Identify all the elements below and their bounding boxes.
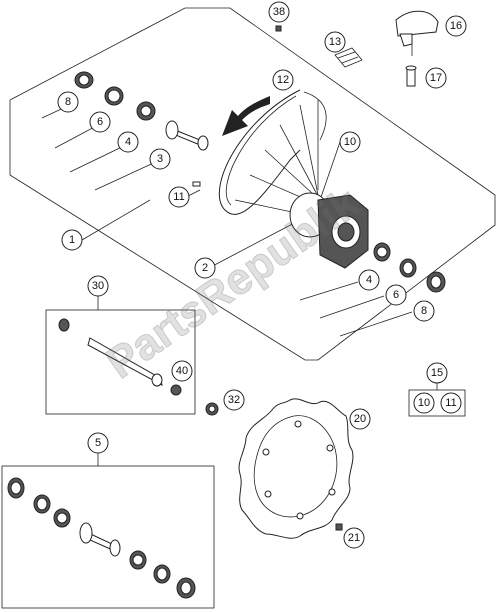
front-wheel-spindle-group-30 — [45, 309, 196, 415]
callout-4-right: 4 — [358, 269, 380, 291]
callout-6-right-label: 6 — [393, 289, 399, 301]
pin-17 — [405, 65, 417, 87]
callout-21: 21 — [343, 527, 365, 549]
callout-8-right-label: 8 — [421, 305, 427, 317]
callout-15-label: 15 — [431, 367, 443, 379]
callout-17-label: 17 — [430, 72, 442, 84]
callout-11-label: 11 — [173, 191, 184, 203]
callout-1-label: 1 — [69, 234, 75, 246]
callout-15: 15 — [426, 362, 448, 384]
callout-15-sub-10-label: 10 — [418, 397, 430, 409]
callout-38: 38 — [268, 1, 290, 23]
callout-17: 17 — [425, 67, 447, 89]
callout-3: 3 — [149, 148, 171, 170]
callout-1: 1 — [61, 229, 83, 251]
callout-30-label: 30 — [92, 280, 104, 292]
rim-2 — [218, 89, 327, 215]
shaft-seal-6-right — [399, 258, 417, 278]
spoke-key-13 — [334, 47, 363, 68]
bearing-4-right — [373, 242, 391, 262]
wheel-spacer-8-left — [74, 71, 94, 89]
callout-6-left: 6 — [89, 111, 111, 133]
collar-bushing-32 — [205, 402, 219, 416]
callout-8-right: 8 — [413, 300, 435, 322]
callout-38-label: 38 — [273, 6, 285, 18]
callout-32-label: 32 — [228, 394, 240, 406]
callout-3-label: 3 — [157, 153, 163, 165]
callout-2-label: 2 — [202, 262, 208, 274]
wheel-assembly-frame — [9, 7, 496, 361]
callout-2: 2 — [194, 257, 216, 279]
rotation-direction-arrow — [222, 96, 270, 136]
callout-20: 20 — [349, 408, 371, 430]
callout-40: 40 — [171, 360, 193, 382]
callout-8-left-label: 8 — [65, 96, 71, 108]
wheel-stand-16 — [395, 10, 439, 56]
callout-5-label: 5 — [95, 437, 101, 449]
callout-32: 32 — [223, 389, 245, 411]
wheel-hub — [289, 192, 369, 269]
callout-12-label: 12 — [277, 74, 289, 86]
callout-12: 12 — [272, 69, 294, 91]
callout-15-sub-11: 11 — [440, 392, 462, 414]
shaft-seal-6-left — [104, 86, 124, 106]
callout-8-left: 8 — [57, 91, 79, 113]
callout-16: 16 — [445, 15, 467, 37]
callout-13: 13 — [324, 31, 346, 53]
callout-10: 10 — [339, 131, 361, 153]
callout-5: 5 — [87, 432, 109, 454]
callout-16-label: 16 — [450, 20, 462, 32]
bearing-set-5 — [1, 465, 215, 609]
callout-4-left: 4 — [117, 131, 139, 153]
callout-30: 30 — [87, 275, 109, 297]
callout-13-label: 13 — [329, 36, 341, 48]
callout-11: 11 — [168, 186, 190, 208]
callout-6-left-label: 6 — [97, 116, 103, 128]
callout-21-label: 21 — [348, 532, 360, 544]
callout-10-label: 10 — [344, 136, 356, 148]
callout-20-label: 20 — [354, 413, 366, 425]
screw-21 — [335, 523, 343, 531]
callout-40-label: 40 — [176, 365, 188, 377]
callout-15-sub-10: 10 — [413, 392, 435, 414]
screw-38 — [275, 25, 282, 32]
callout-6-right: 6 — [385, 284, 407, 306]
callout-4-left-label: 4 — [125, 136, 131, 148]
spoke-nipple-11 — [192, 181, 201, 187]
bearing-4-left — [136, 101, 156, 121]
callout-4-right-label: 4 — [366, 274, 372, 286]
wheel-spacer-8-right — [426, 271, 446, 293]
callout-15-sub-11-label: 11 — [445, 397, 456, 409]
brake-disc-20 — [238, 398, 354, 539]
distance-sleeve-3 — [165, 120, 209, 151]
